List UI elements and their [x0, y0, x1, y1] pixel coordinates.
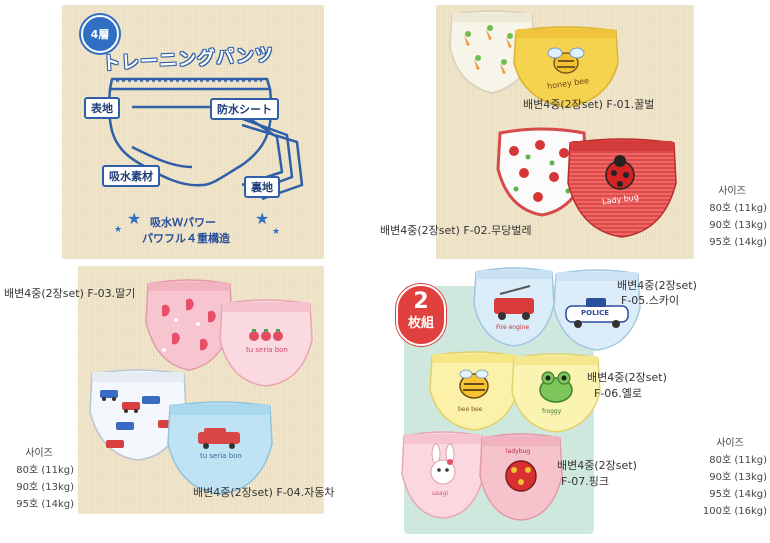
slogan-line1: 吸水Ｗパワー	[150, 216, 216, 229]
product-image-ladybug-red-pants: Lady bug	[564, 135, 680, 239]
size-row: 95호 (14kg)	[709, 489, 767, 500]
star-icon-right: ★	[255, 209, 270, 228]
product-caption-f02: 배변4중(2장set) F-02.무당벌레	[380, 224, 532, 237]
product-image-ladybug-pink-pants: ladybug	[476, 430, 566, 522]
size-title: 사이즈	[25, 448, 53, 459]
product-image-bee-pants: honey bee	[510, 23, 622, 109]
product-caption-f05-line2: F-05.스카이	[621, 294, 680, 307]
set-badge: 2 枚組	[396, 284, 446, 346]
size-row: 90호 (13kg)	[709, 472, 767, 483]
police-print-text: POLICE	[581, 309, 610, 317]
size-row: 100호 (16kg)	[702, 506, 767, 517]
product-caption-f07-line1: 배변4중(2장set)	[557, 459, 637, 472]
size-table-b: 사이즈 80호 (11kg) 90호 (13kg) 95호 (14kg)	[4, 445, 74, 513]
star-icon-small-right: ★	[272, 227, 281, 237]
product-caption-f06-line2: F-06.옐로	[594, 387, 643, 400]
size-row: 95호 (14kg)	[16, 499, 74, 510]
set-badge-number: 2	[413, 289, 429, 314]
size-title: 사이즈	[716, 438, 744, 449]
product-caption-f03: 배변4중(2장set) F-03.딸기	[4, 287, 136, 300]
product-caption-f07-line2: F-07.핑크	[561, 475, 610, 488]
size-row: 80호 (11kg)	[709, 455, 767, 466]
layer-badge-text: 4層	[90, 28, 110, 41]
size-row: 80호 (11kg)	[709, 203, 767, 214]
set-badge-label: 枚組	[407, 316, 434, 331]
star-icon-left: ★	[127, 209, 142, 228]
size-table-c: 사이즈 80호 (11kg) 90호 (13kg) 95호 (14kg) 100…	[693, 435, 767, 520]
product-caption-f05-line1: 배변4중(2장set)	[617, 279, 697, 292]
product-image-strawberry-pants	[142, 276, 236, 372]
product-image-frog-pants: froggy	[508, 350, 604, 434]
star-icon-small-left: ★	[114, 225, 123, 235]
bee-ladybug-panel: honey bee Lady bug	[436, 5, 694, 259]
frog-print-text: froggy	[542, 408, 562, 415]
product-caption-f06-line1: 배변4중(2장set)	[587, 371, 667, 384]
size-row: 80호 (11kg)	[16, 465, 74, 476]
size-table-a: 사이즈 80호 (11kg) 90호 (13kg) 95호 (14kg)	[697, 183, 767, 251]
product-image-ladybug-white-pants	[494, 125, 590, 217]
product-image-yellow-bee-pants: bee bee	[426, 348, 522, 432]
layer-badge: 4層	[81, 15, 119, 53]
size-row: 95호 (14kg)	[709, 237, 767, 248]
size-title: 사이즈	[718, 186, 746, 197]
car-print-text: tu seria bon	[200, 452, 242, 460]
label-absorbent: 吸水素材	[102, 165, 160, 187]
product-image-blue-car-pants: tu seria bon	[164, 398, 276, 496]
product-image-car-pants	[86, 366, 190, 462]
ladybug-pink-print-text: ladybug	[506, 448, 531, 455]
strawberry-print-text: tu seria bon	[246, 346, 288, 354]
size-row: 90호 (13kg)	[709, 220, 767, 231]
product-caption-f01: 배변4중(2장set) F-01.꿀벌	[523, 98, 655, 111]
rabbit-print-text: usagi	[432, 490, 449, 497]
product-image-police-pants: POLICE	[550, 266, 644, 352]
product-image-rabbit-pants: usagi	[398, 428, 488, 520]
size-row: 90호 (13kg)	[16, 482, 74, 493]
label-lining: 裏地	[244, 176, 280, 198]
fire-engine-print-text: Fire engine	[496, 324, 530, 331]
yellow-bee-print-text: bee bee	[458, 406, 483, 413]
strawberry-car-panel: tu seria bon tu seria bon	[78, 266, 324, 514]
character-panel: 2 枚組 Fire engine POLICE	[390, 262, 690, 536]
diagram-panel: 4層 トレーニングパンツ 表地 防水シート 吸水素材 裏地 ★ ★ ★ ★ 吸水…	[62, 5, 324, 259]
label-waterproof: 防水シート	[210, 98, 279, 120]
product-caption-f04: 배변4중(2장set) F-04.자동차	[193, 486, 335, 499]
product-image-strawberry-pants-2: tu seria bon	[216, 296, 316, 388]
product-image-fire-engine-pants: Fire engine	[470, 264, 558, 348]
label-outer: 表地	[84, 97, 120, 119]
slogan-line2: パワフル４重構造	[142, 232, 230, 245]
